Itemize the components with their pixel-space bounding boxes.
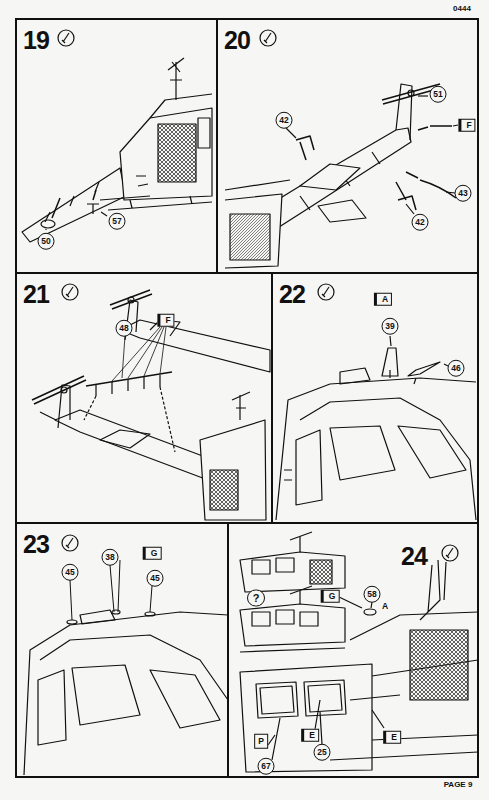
paint-flag: F xyxy=(458,119,475,132)
step-number: 21 xyxy=(23,282,49,307)
step-panel: 21 xyxy=(15,272,273,524)
callout-number: 58 xyxy=(364,586,381,603)
callout-number: 42 xyxy=(412,214,429,231)
step-panel: 20 xyxy=(216,18,479,274)
callout-number: 50 xyxy=(38,233,55,250)
callout-number: 45 xyxy=(147,570,164,587)
decal-box: P xyxy=(254,734,268,749)
paint-flag: E xyxy=(301,729,319,742)
callout-number: 46 xyxy=(448,360,465,377)
paint-flag: E xyxy=(383,731,401,744)
step-number: 24 xyxy=(401,544,427,569)
step-number: 19 xyxy=(23,28,49,53)
helicopter-nose-front xyxy=(276,336,476,520)
door-assembly-view xyxy=(240,532,478,772)
helicopter-rear-view xyxy=(22,58,212,242)
step-number: 22 xyxy=(279,282,305,307)
two-helicopter-views xyxy=(32,290,270,520)
page-text: 0444 xyxy=(453,5,471,13)
paint-flag: G xyxy=(143,547,162,560)
helicopter-nose-roof xyxy=(24,560,228,775)
page-text: PAGE 9 xyxy=(444,781,473,789)
option-mark: ? xyxy=(247,590,265,607)
step-number: 20 xyxy=(224,28,250,53)
paint-flag: G xyxy=(321,590,340,603)
glue-icon xyxy=(58,30,458,561)
callout-number: 25 xyxy=(314,744,331,761)
callout-number: 51 xyxy=(430,86,447,103)
callout-number: 45 xyxy=(62,564,79,581)
callout-number: 39 xyxy=(382,318,399,335)
step-number: 23 xyxy=(23,532,49,557)
step-panel: 22 xyxy=(271,272,479,524)
paint-flag: A xyxy=(374,293,392,306)
callout-suffix: A xyxy=(381,602,389,611)
callout-number: 48 xyxy=(116,320,133,337)
step-panel: 23 xyxy=(15,522,229,778)
callout-number: 38 xyxy=(102,549,119,566)
callout-number: 57 xyxy=(109,213,126,230)
paint-flag: F xyxy=(157,314,174,327)
callout-number: 42 xyxy=(276,112,293,129)
callout-number: 67 xyxy=(258,758,275,775)
callout-number: 43 xyxy=(455,185,472,202)
tail-boom-view xyxy=(225,84,458,268)
